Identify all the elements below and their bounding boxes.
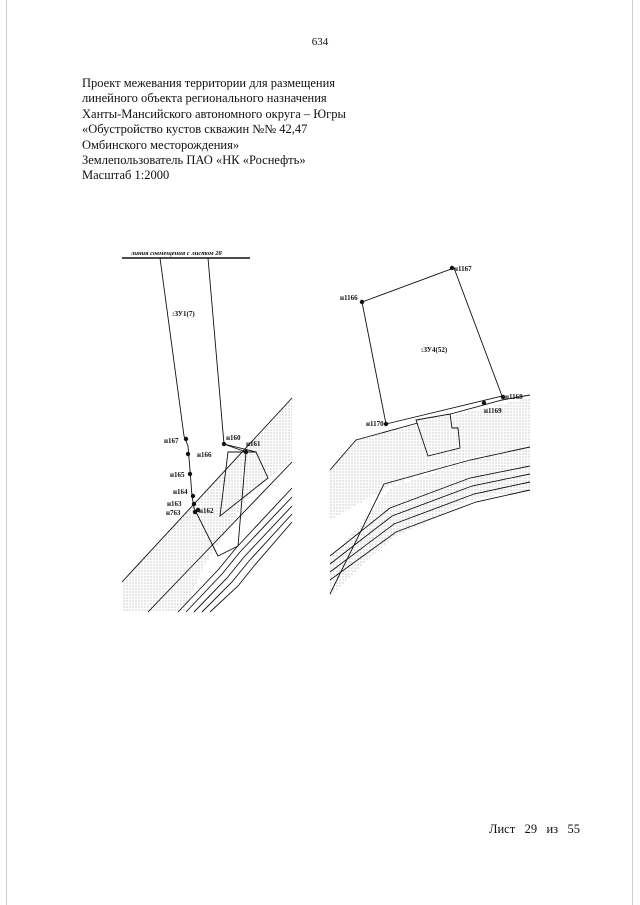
point-n160 <box>221 441 227 447</box>
label-n161: н161 <box>246 440 261 448</box>
point-n1166 <box>359 299 365 305</box>
point-n1168 <box>500 394 506 400</box>
scale-line: Масштаб 1:2000 <box>82 168 170 183</box>
header-line: Проект межевания территории для размещен… <box>82 76 336 90</box>
sheet-total: 55 <box>567 822 580 836</box>
pipeline-line <box>209 521 293 613</box>
label-n1169: н1169 <box>484 407 502 415</box>
point-n164 <box>190 493 196 499</box>
label-n1168: н1168 <box>505 393 523 401</box>
sheet-current: 29 <box>524 822 538 836</box>
label-n165: н165 <box>170 471 185 479</box>
point-n163 <box>191 501 197 507</box>
scan-edge-left <box>6 0 7 905</box>
sheet-prefix: Лист <box>489 822 516 836</box>
right-corridor-upper-edge <box>329 394 531 471</box>
pipeline-line <box>177 487 293 613</box>
point-n162 <box>195 507 201 513</box>
label-n160: н160 <box>226 434 241 442</box>
label-n167: н167 <box>164 437 179 445</box>
header-line: линейного объекта регионального назначен… <box>82 91 327 106</box>
left-corridor-upper-edge <box>121 397 293 583</box>
pipeline-line <box>201 513 293 613</box>
parcel-inner-line <box>223 443 257 453</box>
right-pipeline-corridor <box>330 446 530 596</box>
pipeline-line <box>329 489 531 581</box>
parcel-label-zu1: :ЗУ1(7) <box>172 310 195 318</box>
label-n164: н164 <box>173 488 188 496</box>
pipeline-line <box>329 465 531 557</box>
point-n165 <box>187 471 193 477</box>
sheet-footer: Лист 29 из 55 <box>489 822 580 837</box>
label-n1166: н1166 <box>340 294 358 302</box>
point-n161 <box>243 449 249 455</box>
point-n1170 <box>383 421 389 427</box>
header-line: «Обустройство кустов скважин №№ 42,47 <box>82 122 308 137</box>
point-n1167 <box>449 265 455 271</box>
right-road-corridor <box>330 398 530 520</box>
header-line: Омбинского месторождения» <box>82 137 240 152</box>
parcel-notch <box>415 413 461 457</box>
pipeline-line <box>193 505 293 613</box>
label-n1170: н1170 <box>366 420 384 428</box>
header-line: Ханты-Мансийского автономного округа – Ю… <box>82 106 346 121</box>
label-n763: н763 <box>166 509 181 517</box>
label-n162: н162 <box>199 507 214 515</box>
point-n166 <box>185 451 191 457</box>
point-n167 <box>183 436 189 442</box>
pipeline-line <box>185 496 293 613</box>
right-map <box>329 265 531 596</box>
parcel-label-zu4: :ЗУ4(52) <box>421 346 448 354</box>
junction-line-label: линия совмещения с листом 28 <box>130 250 223 257</box>
page-number: 634 <box>311 36 329 48</box>
pipeline-line <box>329 481 531 573</box>
label-n163: н163 <box>167 500 182 508</box>
left-corridor-lower-edge <box>147 461 293 613</box>
left-road-corridor <box>122 398 292 612</box>
header-line: Землепользователь ПАО «НК «Роснефть» <box>82 153 306 168</box>
right-corridor-lower-edge <box>329 446 531 595</box>
document-header: Проект межевания территории для размещен… <box>82 76 402 184</box>
scan-edge-right <box>632 0 633 905</box>
sheet-of: из <box>546 822 559 836</box>
left-map <box>121 257 293 613</box>
point-n1169 <box>481 400 487 406</box>
pipeline-line <box>329 473 531 565</box>
label-n1167: н1167 <box>454 265 472 273</box>
label-n166: н166 <box>197 451 212 459</box>
